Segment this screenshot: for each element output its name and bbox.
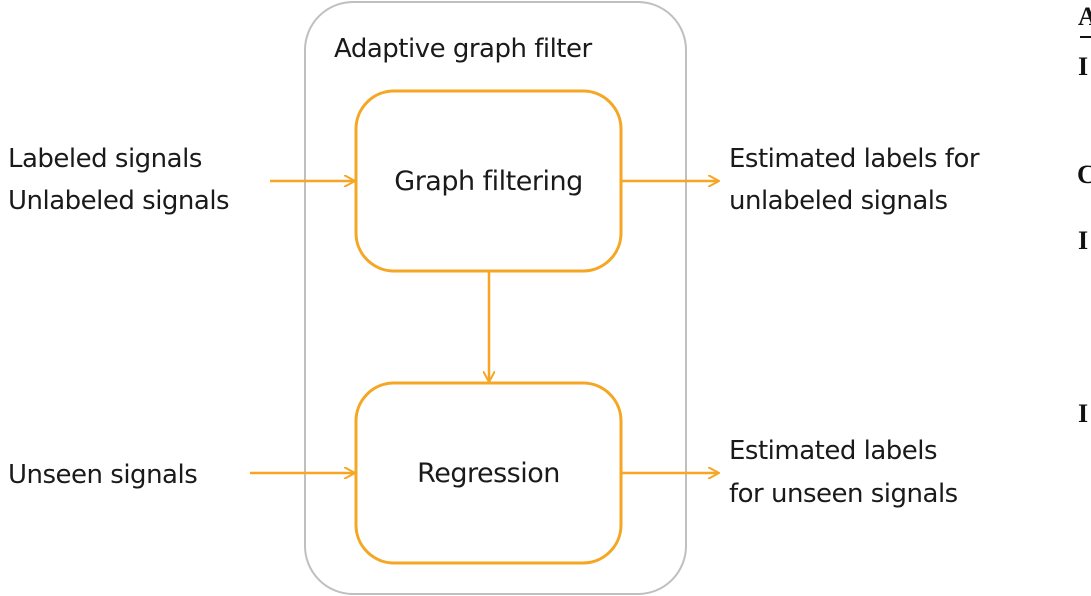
output-unlabeled-line2: unlabeled signals bbox=[729, 186, 948, 216]
container-title: Adaptive graph filter bbox=[334, 34, 592, 64]
graph-filtering-node bbox=[354, 89, 623, 273]
input-labeled-signals: Labeled signals bbox=[8, 144, 202, 174]
regression-node bbox=[354, 381, 623, 565]
input-unlabeled-signals: Unlabeled signals bbox=[8, 186, 230, 216]
output-unlabeled-line1: Estimated labels for bbox=[729, 144, 980, 174]
edge-fragment: A bbox=[1078, 2, 1091, 31]
graph-filtering-label: Graph filtering bbox=[394, 165, 583, 197]
output-unseen-line2: for unseen signals bbox=[729, 479, 958, 509]
regression-label: Regression bbox=[417, 457, 560, 489]
edge-fragment: C bbox=[1077, 160, 1091, 189]
output-unseen-line1: Estimated labels bbox=[729, 436, 938, 466]
edge-fragment: I bbox=[1078, 52, 1089, 81]
input-unseen-signals: Unseen signals bbox=[8, 460, 198, 490]
edge-fragment: I bbox=[1078, 399, 1089, 428]
edge-fragment: I bbox=[1078, 226, 1089, 255]
